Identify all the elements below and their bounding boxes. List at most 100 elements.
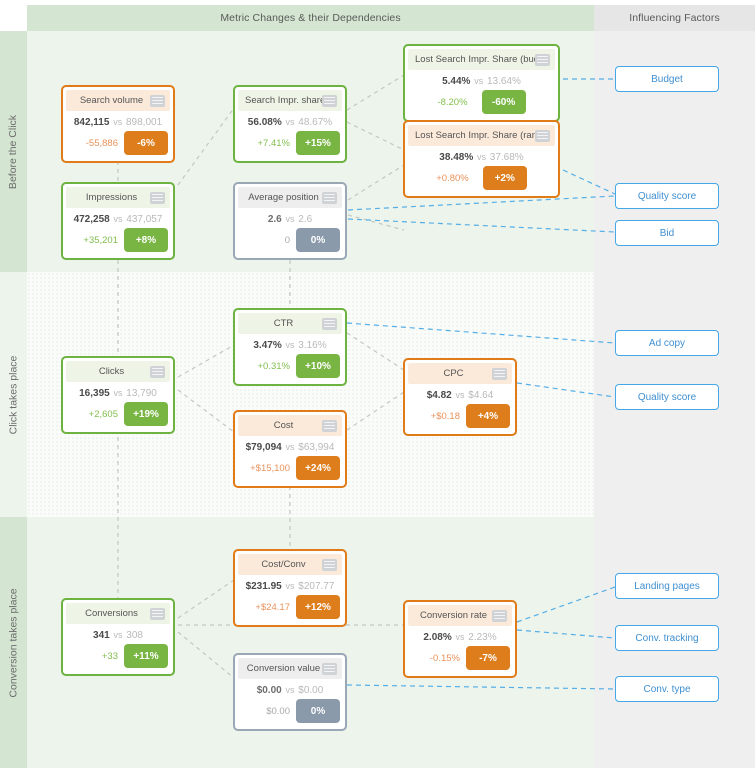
previous-value: 48.67%: [298, 117, 333, 128]
previous-value: $207.77: [298, 581, 335, 592]
stage-label-conversion-takes-place: Conversion takes place: [0, 517, 27, 768]
card-values: $0.00 vs $0.00: [235, 679, 345, 698]
metric-card-conversion-rate[interactable]: Conversion rate 2.08% vs 2.23% -0.15% -7…: [403, 600, 517, 678]
metric-card-conversion-value[interactable]: Conversion value $0.00 vs $0.00 $0.00 0%: [233, 653, 347, 731]
stage-label-before-the-click: Before the Click: [0, 31, 27, 272]
metric-card-impressions[interactable]: Impressions 472,258 vs 437,057 +35,201 +…: [61, 182, 175, 260]
vs-label: vs: [285, 685, 295, 695]
factor-bid[interactable]: Bid: [615, 220, 719, 246]
metric-card-cost[interactable]: Cost $79,094 vs $63,994 +$15,100 +24%: [233, 410, 347, 488]
delta-absolute: -55,886: [85, 137, 118, 149]
delta-absolute: -8.20%: [437, 96, 468, 108]
card-values: 38.48% vs 37.68%: [405, 146, 558, 165]
factor-budget[interactable]: Budget: [615, 66, 719, 92]
card-values: $231.95 vs $207.77: [235, 575, 345, 594]
current-value: 472,258: [73, 214, 110, 225]
card-delta: +2,605 +19%: [63, 401, 173, 432]
metric-card-average-position[interactable]: Average position 2.6 vs 2.6 0 0%: [233, 182, 347, 260]
delta-percent-badge: +11%: [124, 644, 168, 668]
stage-label-click-takes-place: Click takes place: [0, 272, 27, 517]
metric-card-search-impr-share[interactable]: Search Impr. share 56.08% vs 48.67% +7.4…: [233, 85, 347, 163]
delta-absolute: +0.31%: [257, 360, 291, 372]
card-header: Conversion value: [238, 658, 342, 679]
rail-conversion-takes-place: [0, 517, 27, 768]
card-delta: 0 0%: [235, 227, 345, 258]
factor-label: Ad copy: [648, 337, 686, 349]
card-title: Impressions: [85, 192, 138, 203]
list-icon[interactable]: [535, 53, 550, 66]
metric-card-lost-is-rank[interactable]: Lost Search Impr. Share (rank) 38.48% vs…: [403, 120, 560, 198]
factor-label: Budget: [651, 73, 683, 85]
list-icon[interactable]: [492, 609, 507, 622]
list-icon[interactable]: [150, 191, 165, 204]
factor-quality-score-top[interactable]: Quality score: [615, 183, 719, 209]
delta-absolute: +7.41%: [257, 137, 291, 149]
factor-landing-pages[interactable]: Landing pages: [615, 573, 719, 599]
delta-percent-badge: -7%: [466, 646, 510, 670]
current-value: 341: [93, 630, 110, 641]
card-delta: +33 +11%: [63, 643, 173, 674]
factor-label: Quality score: [637, 391, 697, 403]
factor-ad-copy[interactable]: Ad copy: [615, 330, 719, 356]
vs-label: vs: [285, 442, 295, 452]
delta-percent-badge: +24%: [296, 456, 340, 480]
list-icon[interactable]: [322, 419, 337, 432]
metric-card-search-volume[interactable]: Search volume 842,115 vs 898,001 -55,886…: [61, 85, 175, 163]
card-delta: +0.80% +2%: [405, 165, 558, 196]
stage-label-text: Click takes place: [7, 355, 20, 434]
vs-label: vs: [113, 388, 123, 398]
current-value: $4.82: [426, 390, 452, 401]
list-icon[interactable]: [322, 662, 337, 675]
metric-card-cpc[interactable]: CPC $4.82 vs $4.64 +$0.18 +4%: [403, 358, 517, 436]
current-value: $231.95: [245, 581, 282, 592]
delta-absolute: +0.80%: [436, 172, 469, 184]
card-delta: -0.15% -7%: [405, 645, 515, 676]
card-header: Cost/Conv: [238, 554, 342, 575]
delta-absolute: +35,201: [83, 234, 118, 246]
card-values: $79,094 vs $63,994: [235, 436, 345, 455]
card-header: Search volume: [66, 90, 170, 111]
previous-value: $63,994: [298, 442, 335, 453]
card-values: 2.6 vs 2.6: [235, 208, 345, 227]
list-icon[interactable]: [322, 191, 337, 204]
delta-percent-badge: +4%: [466, 404, 510, 428]
delta-percent-badge: -6%: [124, 131, 168, 155]
list-icon[interactable]: [322, 317, 337, 330]
metric-card-clicks[interactable]: Clicks 16,395 vs 13,790 +2,605 +19%: [61, 356, 175, 434]
factor-conv-type[interactable]: Conv. type: [615, 676, 719, 702]
factor-conv-tracking[interactable]: Conv. tracking: [615, 625, 719, 651]
card-header: Average position: [238, 187, 342, 208]
factor-label: Conv. tracking: [635, 632, 699, 644]
list-icon[interactable]: [322, 558, 337, 571]
card-delta: -8.20% -60%: [405, 89, 558, 120]
card-values: 5.44% vs 13.64%: [405, 70, 558, 89]
metric-card-ctr[interactable]: CTR 3.47% vs 3.16% +0.31% +10%: [233, 308, 347, 386]
card-values: $4.82 vs $4.64: [405, 384, 515, 403]
list-icon[interactable]: [150, 94, 165, 107]
header-influencing-factors-label: Influencing Factors: [629, 12, 720, 24]
metric-card-conversions[interactable]: Conversions 341 vs 308 +33 +11%: [61, 598, 175, 676]
metric-card-lost-is-budget[interactable]: Lost Search Impr. Share (budget) 5.44% v…: [403, 44, 560, 122]
delta-percent-badge: -60%: [481, 90, 526, 114]
delta-percent-badge: +2%: [482, 166, 527, 190]
card-delta: +$0.18 +4%: [405, 403, 515, 434]
list-icon[interactable]: [492, 367, 507, 380]
list-icon[interactable]: [322, 94, 337, 107]
rail-click-takes-place: [0, 272, 27, 517]
card-header: Impressions: [66, 187, 170, 208]
factor-quality-score-mid[interactable]: Quality score: [615, 384, 719, 410]
delta-percent-badge: +15%: [296, 131, 340, 155]
metric-card-cost-conv[interactable]: Cost/Conv $231.95 vs $207.77 +$24.17 +12…: [233, 549, 347, 627]
card-delta: +0.31% +10%: [235, 353, 345, 384]
card-title: Cost: [273, 420, 294, 431]
list-icon[interactable]: [150, 607, 165, 620]
previous-value: 3.16%: [298, 340, 327, 351]
list-icon[interactable]: [535, 129, 550, 142]
list-icon[interactable]: [150, 365, 165, 378]
card-title: Lost Search Impr. Share (rank): [415, 130, 535, 141]
card-values: 56.08% vs 48.67%: [235, 111, 345, 130]
card-header: CTR: [238, 313, 342, 334]
delta-absolute: $0.00: [266, 705, 290, 717]
delta-absolute: +$0.18: [430, 410, 460, 422]
delta-absolute: +$24.17: [255, 601, 290, 613]
